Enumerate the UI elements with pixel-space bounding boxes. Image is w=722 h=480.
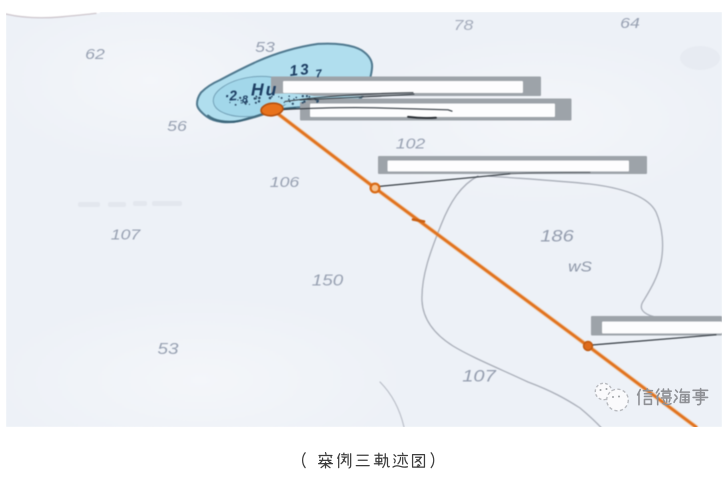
svg-text:wS: wS: [568, 260, 592, 276]
svg-text:78: 78: [454, 17, 475, 33]
svg-text:53: 53: [255, 39, 275, 55]
svg-text:13: 13: [289, 61, 312, 80]
svg-text:56: 56: [167, 118, 188, 134]
svg-text:107: 107: [111, 227, 141, 243]
svg-text:64: 64: [620, 15, 640, 31]
svg-text:106: 106: [270, 174, 300, 190]
svg-text:150: 150: [312, 271, 344, 289]
svg-text:·2: ·2: [224, 87, 238, 104]
svg-text:Hu: Hu: [251, 80, 278, 100]
svg-text:107: 107: [462, 366, 496, 385]
svg-text:53: 53: [158, 339, 179, 357]
svg-text:62: 62: [85, 46, 105, 62]
svg-text:7: 7: [315, 68, 323, 81]
svg-text:8: 8: [242, 94, 248, 106]
svg-text:102: 102: [396, 136, 426, 152]
svg-text:186: 186: [540, 226, 574, 245]
